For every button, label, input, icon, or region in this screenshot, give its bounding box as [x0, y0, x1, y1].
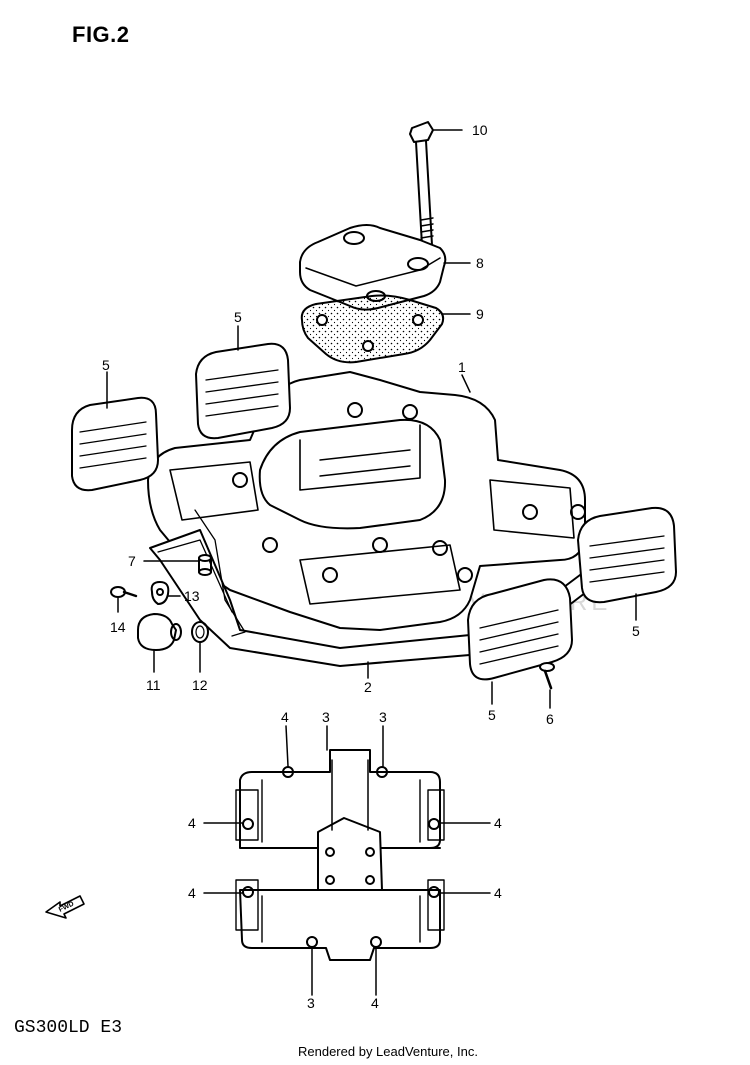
- callout-7: 7: [128, 553, 136, 569]
- model-code: GS300LD E3: [14, 1018, 123, 1038]
- callout-5-upper: 5: [234, 309, 242, 325]
- callout-4-low-right: 4: [494, 885, 502, 901]
- lower-leader-lines: [203, 725, 491, 996]
- callout-4-low-left: 4: [188, 885, 196, 901]
- callout-4-mid-left: 4: [188, 815, 196, 831]
- side-cap-part-lower: [467, 578, 573, 681]
- small-bolt-part: [110, 586, 138, 598]
- callout-11: 11: [146, 677, 161, 693]
- long-bolt-part: [409, 121, 434, 246]
- callout-14: 14: [110, 619, 126, 635]
- callout-9: 9: [476, 306, 484, 322]
- callout-13: 13: [184, 588, 200, 604]
- cap-plug-part: [137, 613, 182, 651]
- forward-arrow-icon: FWD: [45, 895, 85, 919]
- callout-2: 2: [364, 679, 372, 695]
- callout-6: 6: [546, 711, 554, 727]
- callout-4-mid-right: 4: [494, 815, 502, 831]
- callout-labels: 10 8 9 1 5 5 5 5 7 13 14 11 12 2 6 4 3 3…: [102, 122, 640, 1011]
- clamp-part: [150, 581, 170, 605]
- callout-5-left: 5: [102, 357, 110, 373]
- side-cap-part-right: [577, 506, 677, 604]
- bottom-view-diagram: [235, 749, 445, 961]
- callout-3-bottom: 3: [307, 995, 315, 1011]
- screw-part: [539, 662, 555, 690]
- callout-4-bottom: 4: [371, 995, 379, 1011]
- callout-3-top-left: 3: [322, 709, 330, 725]
- callout-8: 8: [476, 255, 484, 271]
- callout-10: 10: [472, 122, 488, 138]
- callout-1: 1: [458, 359, 466, 375]
- callout-4-top: 4: [281, 709, 289, 725]
- callout-5-lower: 5: [488, 707, 496, 723]
- side-cap-part-left: [71, 396, 159, 492]
- callout-5-right: 5: [632, 623, 640, 639]
- side-cap-part-upper: [195, 342, 291, 440]
- figure-title: FIG.2: [72, 22, 130, 47]
- cylinder-head-cover-part: [147, 371, 586, 631]
- cover-gasket-part: [300, 294, 445, 364]
- rendered-by-credit: Rendered by LeadVenture, Inc.: [298, 1044, 478, 1059]
- callout-3-top-right: 3: [379, 709, 387, 725]
- upper-leader-lines: [106, 129, 637, 709]
- callout-12: 12: [192, 677, 208, 693]
- o-ring-part: [191, 621, 209, 643]
- dowel-pin-part: [198, 554, 212, 576]
